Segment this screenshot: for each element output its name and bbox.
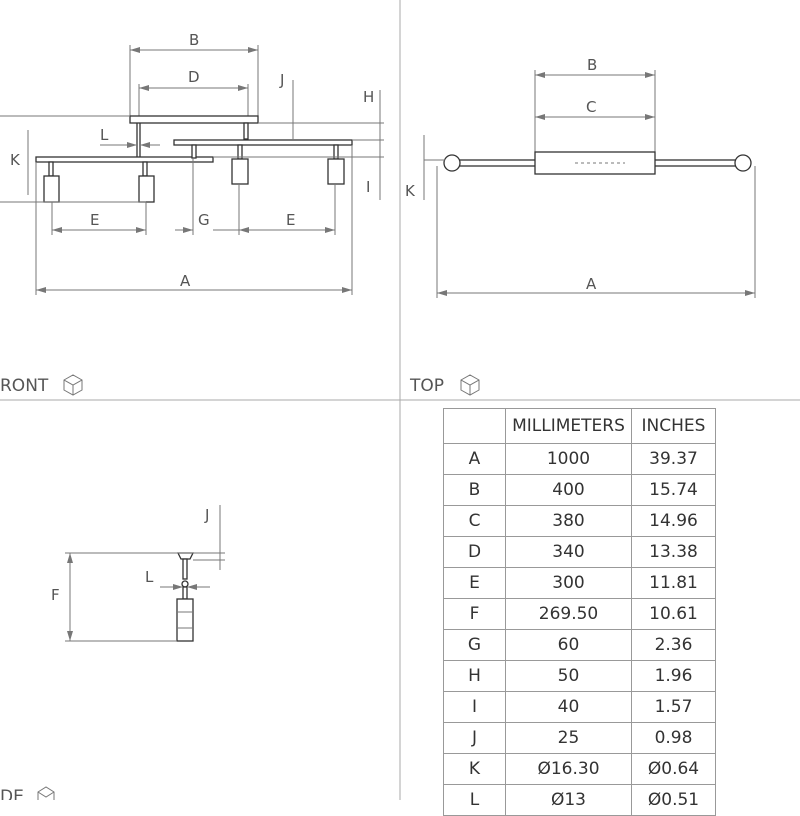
millimeters-value: 1000 <box>505 443 632 475</box>
dim-label-d: D <box>188 68 200 86</box>
cube-icon <box>37 786 55 800</box>
dim-label-e: E <box>90 211 99 229</box>
dim-label-a: A <box>586 275 597 293</box>
dimension-letter: G <box>443 629 506 661</box>
dimension-letter: I <box>443 691 506 723</box>
dim-label-i: I <box>366 178 370 196</box>
dim-label-f: F <box>51 586 60 604</box>
inches-value: 10.61 <box>631 598 716 630</box>
inches-value: 15.74 <box>631 474 716 506</box>
inches-value: 39.37 <box>631 443 716 475</box>
millimeters-value: 50 <box>505 660 632 692</box>
dimension-letter: K <box>443 753 506 785</box>
dim-label-a: A <box>180 272 191 290</box>
millimeters-value: 340 <box>505 536 632 568</box>
inches-value: 13.38 <box>631 536 716 568</box>
inches-value: 0.98 <box>631 722 716 754</box>
millimeters-value: Ø16.30 <box>505 753 632 785</box>
dimension-letter: J <box>443 722 506 754</box>
header-millimeters: MILLIMETERS <box>505 408 632 444</box>
dimension-letter: D <box>443 536 506 568</box>
dim-label-h: H <box>363 88 374 106</box>
dim-label-k: K <box>405 182 416 200</box>
cube-icon <box>460 374 480 396</box>
dim-label-l: L <box>100 126 109 144</box>
cube-icon <box>63 374 83 396</box>
millimeters-value: 400 <box>505 474 632 506</box>
side-view: F J L DE <box>0 505 225 800</box>
dimension-letter: H <box>443 660 506 692</box>
inches-value: 1.96 <box>631 660 716 692</box>
millimeters-value: Ø13 <box>505 784 632 816</box>
dim-label-c: C <box>586 98 596 116</box>
dim-label-j: J <box>279 71 284 89</box>
header-cell <box>443 408 506 444</box>
view-title-side: DE <box>0 787 24 800</box>
table-header-row: MILLIMETERS INCHES <box>443 408 716 444</box>
top-view: B C A K TOP <box>405 56 756 396</box>
dim-label-b: B <box>587 56 597 74</box>
inches-value: 14.96 <box>631 505 716 537</box>
dim-label-k: K <box>10 151 21 169</box>
millimeters-value: 380 <box>505 505 632 537</box>
view-title-front: RONT <box>0 376 49 396</box>
view-title-top: TOP <box>409 376 444 396</box>
dimension-letter: C <box>443 505 506 537</box>
millimeters-value: 300 <box>505 567 632 599</box>
header-inches: INCHES <box>631 408 716 444</box>
dimension-letter: E <box>443 567 506 599</box>
millimeters-value: 40 <box>505 691 632 723</box>
dim-label-l: L <box>145 568 154 586</box>
dimension-letter: A <box>443 443 506 475</box>
dimension-letter: F <box>443 598 506 630</box>
front-view: B D A E G E L K J H I RONT <box>0 31 384 396</box>
millimeters-value: 25 <box>505 722 632 754</box>
inches-value: 11.81 <box>631 567 716 599</box>
dimension-letter: B <box>443 474 506 506</box>
dimension-letter: L <box>443 784 506 816</box>
dim-label-j: J <box>204 506 209 524</box>
inches-value: 1.57 <box>631 691 716 723</box>
millimeters-value: 60 <box>505 629 632 661</box>
millimeters-value: 269.50 <box>505 598 632 630</box>
lamp-heads <box>43 144 345 203</box>
dim-label-g: G <box>198 211 210 229</box>
inches-value: Ø0.64 <box>631 753 716 785</box>
dim-label-e: E <box>286 211 295 229</box>
dim-label-b: B <box>189 31 199 49</box>
inches-value: Ø0.51 <box>631 784 716 816</box>
inches-value: 2.36 <box>631 629 716 661</box>
